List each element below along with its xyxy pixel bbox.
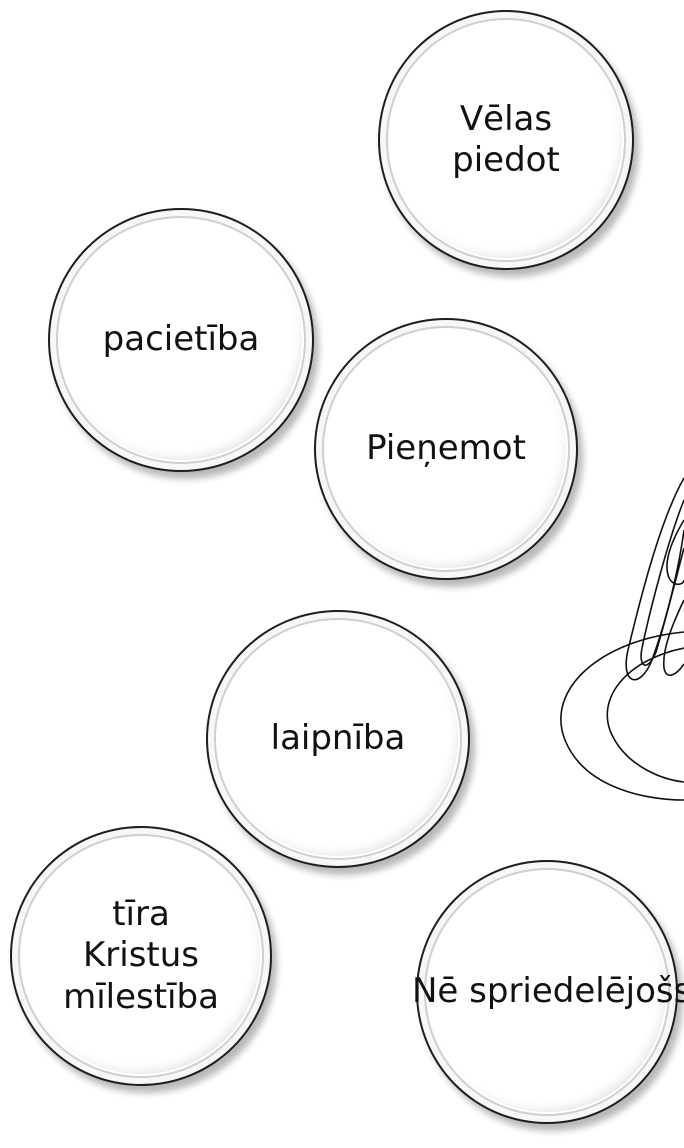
inner-ring-arc xyxy=(606,647,684,783)
bubble-label: laipnība xyxy=(270,718,406,759)
bubble-label: Pieņemot xyxy=(366,428,526,469)
bubble-label: Nē spriedelējošs xyxy=(412,971,684,1012)
bubble-velas-piedot: Vēlas piedot xyxy=(378,10,634,270)
upper-loop-shape xyxy=(625,477,684,681)
upper-loop-inner xyxy=(640,499,684,666)
outer-ring-arc xyxy=(560,631,684,801)
bubble-label: tīra Kristus mīlestība xyxy=(63,893,219,1017)
bubble-label: pacietība xyxy=(102,319,260,360)
lower-loop-shape xyxy=(662,599,684,676)
bubble-label: Vēlas piedot xyxy=(452,98,560,180)
bubble-ne-spriedelejoss: Nē spriedelējošs xyxy=(412,860,684,1124)
middle-loop-shape xyxy=(666,519,684,586)
bubble-laipniba: laipnība xyxy=(206,610,470,868)
bubble-pacietiba: pacietība xyxy=(48,208,314,472)
bubble-pienemot: Pieņemot xyxy=(314,318,578,580)
bubble-tira-kristus-milestiba: tīra Kristus mīlestība xyxy=(10,826,272,1086)
